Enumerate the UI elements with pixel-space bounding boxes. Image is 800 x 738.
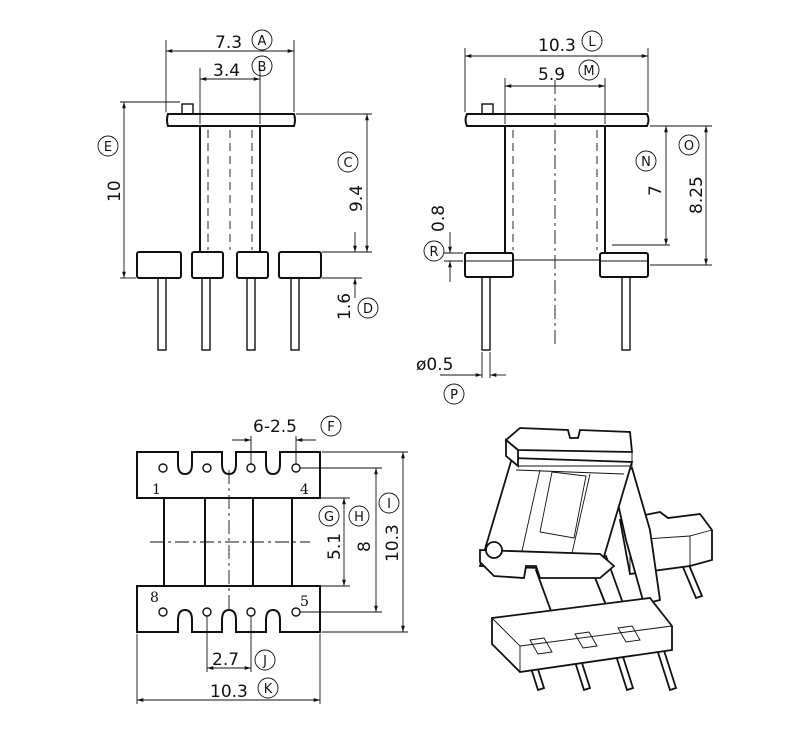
dim-D-value: 1.6 (335, 293, 355, 320)
label-N: N (641, 155, 651, 170)
label-G: G (324, 510, 334, 525)
dim-H-value: 8 (355, 541, 375, 552)
label-K: K (264, 682, 273, 697)
dim-L-value: 10.3 (538, 36, 576, 56)
label-R: R (429, 245, 438, 260)
label-M: M (583, 64, 594, 79)
dim-A-value: 7.3 (215, 33, 242, 53)
dim-M-value: 5.9 (538, 65, 565, 85)
label-L: L (588, 35, 596, 50)
label-E: E (104, 140, 112, 155)
dim-I-value: 10.3 (383, 524, 403, 562)
dim-G-value: 5.1 (325, 533, 345, 560)
pin-1-label: 1 (152, 482, 161, 498)
side-view: 10.3 L 5.9 M N 7 O 8.25 0.8 R ø0.5 P (416, 30, 712, 405)
label-D: D (363, 302, 373, 317)
label-C: C (343, 156, 352, 171)
dim-B-value: 3.4 (213, 61, 240, 81)
label-B: B (258, 60, 267, 75)
label-F: F (327, 420, 334, 435)
pin-4-label: 4 (300, 482, 309, 498)
dim-P-value: ø0.5 (416, 355, 453, 375)
dim-N-value: 7 (646, 185, 666, 196)
dim-F-value: 6-2.5 (253, 417, 297, 437)
pin-5-label: 5 (300, 594, 309, 610)
dim-K-value: 10.3 (210, 682, 248, 702)
label-H: H (354, 510, 364, 525)
label-I: I (387, 497, 391, 512)
label-P: P (450, 388, 458, 403)
dim-C-value: 9.4 (347, 185, 367, 212)
front-view: 7.3 A 3.4 B E 10 C 9.4 1.6 D (97, 29, 379, 351)
label-A: A (258, 34, 267, 49)
dim-O-value: 8.25 (687, 176, 707, 214)
pin-8-label: 8 (150, 590, 159, 606)
label-O: O (684, 139, 694, 154)
isometric-view (478, 427, 713, 692)
dim-J-value: 2.7 (212, 650, 239, 670)
label-J: J (262, 654, 267, 669)
bottom-view: 1 4 8 5 6-2.5 F G 5.1 H 8 I (136, 415, 408, 704)
dim-E-value: 10 (105, 180, 125, 202)
dim-R-value: 0.8 (429, 205, 449, 232)
